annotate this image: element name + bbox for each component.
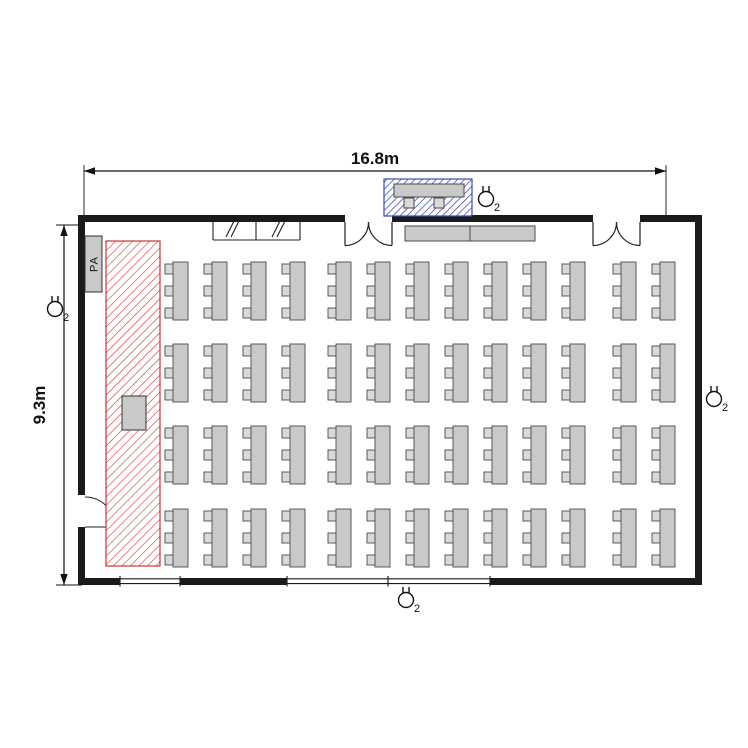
arrowhead-up: [60, 225, 68, 236]
reception-table: [393, 183, 465, 198]
outlet-count-label: 2: [722, 402, 728, 414]
wall-left-lower: [78, 527, 85, 585]
double-door-right: [592, 221, 641, 247]
outlet-count-label: 2: [494, 202, 500, 214]
table: [530, 508, 547, 568]
wall-top-middle: [392, 215, 593, 222]
stage-platform: [105, 240, 161, 567]
table: [211, 261, 228, 321]
table: [569, 261, 586, 321]
table: [659, 508, 676, 568]
table: [172, 425, 189, 485]
table: [530, 261, 547, 321]
table: [413, 261, 430, 321]
table: [211, 343, 228, 403]
width-dimension-label: 16.8m: [351, 149, 399, 168]
table: [250, 343, 267, 403]
table: [335, 261, 352, 321]
table: [491, 425, 508, 485]
table: [172, 261, 189, 321]
arrowhead-left: [84, 167, 95, 175]
table: [620, 425, 637, 485]
table: [289, 508, 306, 568]
table: [569, 343, 586, 403]
table: [491, 261, 508, 321]
table: [289, 261, 306, 321]
reception-chair: [403, 197, 415, 209]
outlet-symbol-bottom: 2: [397, 587, 420, 615]
table: [172, 508, 189, 568]
seating-grid: [164, 261, 676, 568]
table: [374, 425, 391, 485]
partition-marks: [212, 220, 301, 241]
table: [620, 343, 637, 403]
table: [620, 508, 637, 568]
table: [374, 343, 391, 403]
table: [530, 343, 547, 403]
table: [620, 261, 637, 321]
height-dimension: 9.3m: [30, 224, 82, 586]
table: [452, 261, 469, 321]
arrowhead-down: [60, 574, 68, 585]
wall-right: [695, 215, 702, 585]
table: [250, 425, 267, 485]
table: [659, 343, 676, 403]
table: [289, 343, 306, 403]
table: [413, 508, 430, 568]
table: [374, 508, 391, 568]
table: [211, 508, 228, 568]
table: [172, 343, 189, 403]
outlet-symbol-right: 2: [705, 386, 728, 414]
table: [374, 261, 391, 321]
table: [659, 261, 676, 321]
table: [413, 343, 430, 403]
table: [289, 425, 306, 485]
double-door-left: [344, 221, 393, 247]
table: [452, 425, 469, 485]
width-dimension: 16.8m: [83, 149, 667, 216]
table: [491, 343, 508, 403]
table: [250, 508, 267, 568]
wall-top-left: [78, 215, 345, 222]
windows: [119, 576, 491, 587]
lectern: [121, 395, 147, 431]
table: [452, 508, 469, 568]
table: [659, 425, 676, 485]
outlet-count-label: 2: [63, 312, 69, 324]
reception-area: [383, 178, 473, 217]
height-dimension-label: 9.3m: [30, 386, 49, 425]
table: [413, 425, 430, 485]
outlet-symbol-left: 2: [46, 296, 69, 324]
outlet-count-label: 2: [414, 603, 420, 615]
wall-top-right: [640, 215, 702, 222]
table: [211, 425, 228, 485]
reception-chair: [433, 197, 445, 209]
table: [491, 508, 508, 568]
wall-left-upper: [78, 215, 85, 495]
table: [335, 508, 352, 568]
arrowhead-right: [655, 167, 666, 175]
table: [335, 425, 352, 485]
table: [530, 425, 547, 485]
table: [335, 343, 352, 403]
table: [250, 261, 267, 321]
pa-label: PA: [89, 256, 101, 272]
table: [569, 508, 586, 568]
side-counter: [404, 225, 536, 242]
table: [452, 343, 469, 403]
outlet-symbol-top: 2: [477, 186, 500, 214]
table: [569, 425, 586, 485]
pa-rack: PA: [84, 235, 103, 293]
